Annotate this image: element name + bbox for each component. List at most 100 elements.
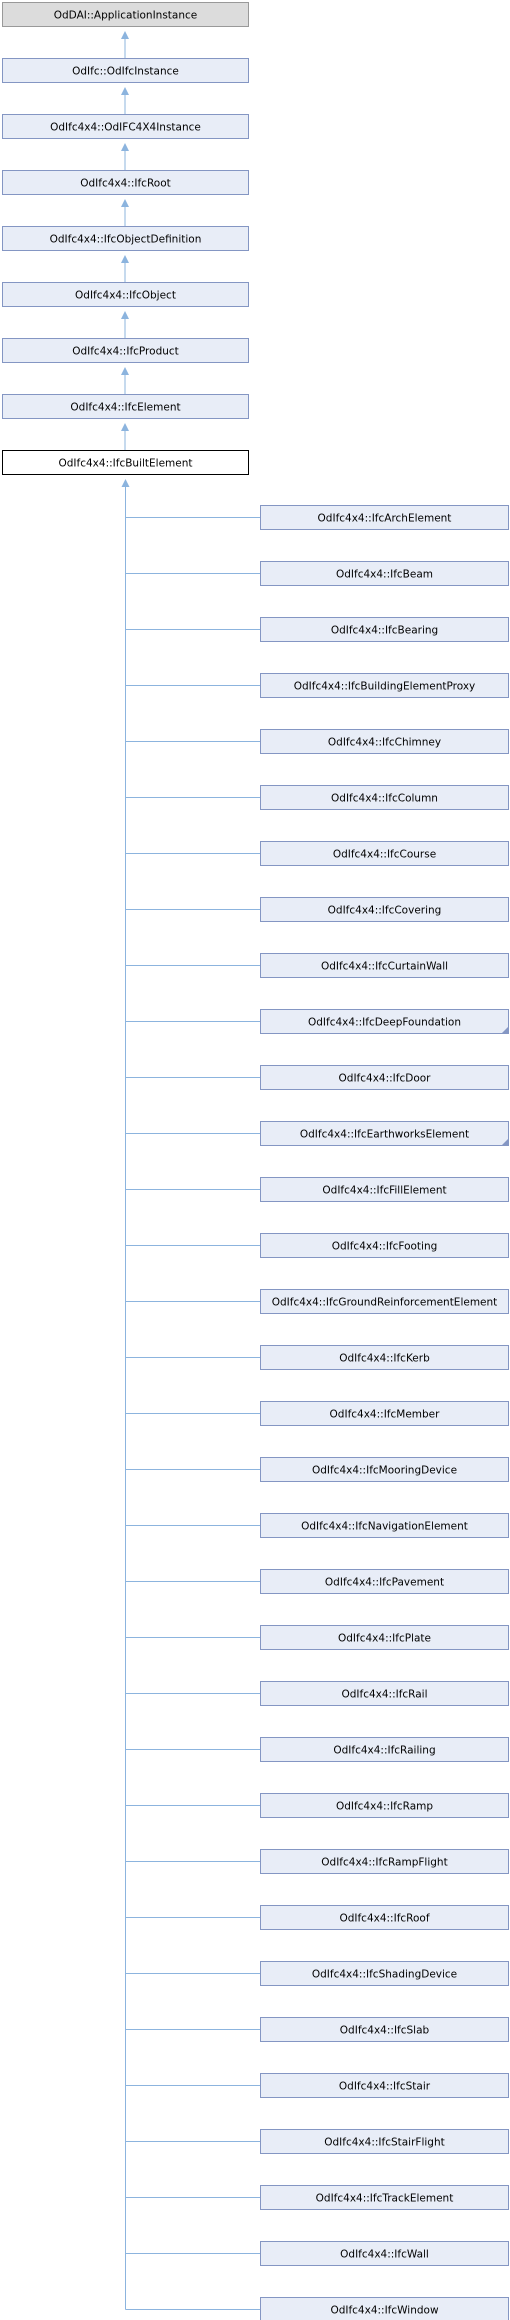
class-node-label: OdIfc4x4::IfcPavement: [325, 1577, 444, 1589]
class-node-od-ifc4-x4-instance[interactable]: OdIfc4x4::OdIFC4X4Instance: [2, 114, 249, 139]
class-node-label: OdIfc4x4::IfcArchElement: [318, 513, 452, 525]
class-node-box: [260, 1625, 509, 1650]
class-node-ifc-deep-foundation[interactable]: OdIfc4x4::IfcDeepFoundation: [260, 1009, 509, 1034]
class-node-box: [260, 841, 509, 866]
class-node-box: [260, 1849, 509, 1874]
class-node-application-instance[interactable]: OdDAI::ApplicationInstance: [2, 2, 249, 27]
class-node-ifc-track-element[interactable]: OdIfc4x4::IfcTrackElement: [260, 2185, 509, 2210]
class-node-ifc-chimney[interactable]: OdIfc4x4::IfcChimney: [260, 729, 509, 754]
class-node-label: OdIfc4x4::IfcBeam: [336, 569, 433, 581]
class-node-ifc-plate[interactable]: OdIfc4x4::IfcPlate: [260, 1625, 509, 1650]
class-node-ifc-built-element[interactable]: OdIfc4x4::IfcBuiltElement: [2, 450, 249, 475]
class-node-ifc-arch-element[interactable]: OdIfc4x4::IfcArchElement: [260, 505, 509, 530]
class-node-box: [260, 2017, 509, 2042]
class-node-ifc-course[interactable]: OdIfc4x4::IfcCourse: [260, 841, 509, 866]
class-node-label: OdIfc4x4::IfcKerb: [339, 1353, 430, 1365]
class-node-ifc-object[interactable]: OdIfc4x4::IfcObject: [2, 282, 249, 307]
class-node-label: OdIfc4x4::IfcBuiltElement: [59, 458, 193, 470]
class-node-label: OdIfc4x4::IfcObject: [75, 290, 176, 302]
class-node-ifc-product[interactable]: OdIfc4x4::IfcProduct: [2, 338, 249, 363]
class-node-ifc-slab[interactable]: OdIfc4x4::IfcSlab: [260, 2017, 509, 2042]
class-node-box: [260, 2073, 509, 2098]
class-node-ifc-window[interactable]: OdIfc4x4::IfcWindow: [260, 2297, 509, 2320]
class-node-label: OdIfc4x4::IfcCurtainWall: [321, 961, 448, 973]
class-node-ifc-navigation-element[interactable]: OdIfc4x4::IfcNavigationElement: [260, 1513, 509, 1538]
class-node-ifc-ramp-flight[interactable]: OdIfc4x4::IfcRampFlight: [260, 1849, 509, 1874]
class-node-label: OdIfc4x4::IfcGroundReinforcementElement: [272, 1297, 498, 1309]
class-node-label: OdIfc4x4::IfcRamp: [336, 1801, 433, 1813]
class-node-box: [260, 2241, 509, 2266]
class-node-ifc-footing[interactable]: OdIfc4x4::IfcFooting: [260, 1233, 509, 1258]
class-node-label: OdDAI::ApplicationInstance: [54, 10, 198, 22]
class-node-ifc-object-definition[interactable]: OdIfc4x4::IfcObjectDefinition: [2, 226, 249, 251]
class-node-ifc-door[interactable]: OdIfc4x4::IfcDoor: [260, 1065, 509, 1090]
class-node-box: [260, 1681, 509, 1706]
class-node-label: OdIfc4x4::IfcBearing: [331, 625, 438, 637]
class-node-box: [260, 1569, 509, 1594]
class-node-box: [260, 1401, 509, 1426]
class-node-ifc-building-element-proxy[interactable]: OdIfc4x4::IfcBuildingElementProxy: [260, 673, 509, 698]
class-node-label: OdIfc4x4::IfcRoof: [339, 1913, 429, 1925]
class-node-box: [260, 1065, 509, 1090]
class-node-box: [260, 2185, 509, 2210]
class-node-ifc-root[interactable]: OdIfc4x4::IfcRoot: [2, 170, 249, 195]
class-node-box: [260, 1177, 509, 1202]
class-node-box: [260, 617, 509, 642]
class-node-ifc-shading-device[interactable]: OdIfc4x4::IfcShadingDevice: [260, 1961, 509, 1986]
class-node-ifc-element[interactable]: OdIfc4x4::IfcElement: [2, 394, 249, 419]
class-node-label: OdIfc4x4::IfcRampFlight: [321, 1857, 447, 1869]
class-node-box: [2, 170, 249, 195]
class-node-label: OdIfc4x4::IfcProduct: [72, 346, 179, 358]
class-node-ifc-ground-reinforcement-element[interactable]: OdIfc4x4::IfcGroundReinforcementElement: [260, 1289, 509, 1314]
class-node-ifc-column[interactable]: OdIfc4x4::IfcColumn: [260, 785, 509, 810]
class-node-ifc-pavement[interactable]: OdIfc4x4::IfcPavement: [260, 1569, 509, 1594]
class-node-box: [260, 1233, 509, 1258]
class-node-label: OdIfc4x4::IfcWindow: [330, 2305, 439, 2317]
class-node-box: [260, 1513, 509, 1538]
class-node-box: [260, 561, 509, 586]
class-node-box: [260, 953, 509, 978]
class-node-label: OdIfc4x4::IfcMember: [330, 1409, 441, 1421]
class-node-label: OdIfc4x4::IfcCovering: [328, 905, 442, 917]
class-node-box: [260, 897, 509, 922]
class-node-ifc-covering[interactable]: OdIfc4x4::IfcCovering: [260, 897, 509, 922]
class-node-ifc-beam[interactable]: OdIfc4x4::IfcBeam: [260, 561, 509, 586]
class-node-ifc-earthworks-element[interactable]: OdIfc4x4::IfcEarthworksElement: [260, 1121, 509, 1146]
class-node-ifc-mooring-device[interactable]: OdIfc4x4::IfcMooringDevice: [260, 1457, 509, 1482]
class-node-box: [260, 1121, 509, 1146]
class-node-box: [2, 226, 249, 251]
class-node-ifc-rail[interactable]: OdIfc4x4::IfcRail: [260, 1681, 509, 1706]
class-node-ifc-wall[interactable]: OdIfc4x4::IfcWall: [260, 2241, 509, 2266]
class-node-label: OdIfc4x4::IfcNavigationElement: [301, 1521, 468, 1533]
class-node-box: [2, 114, 249, 139]
class-node-label: OdIfc4x4::IfcCourse: [333, 849, 436, 861]
class-node-label: OdIfc4x4::IfcColumn: [331, 793, 438, 805]
class-node-box: [2, 450, 249, 475]
class-node-label: OdIfc4x4::IfcFooting: [332, 1241, 438, 1253]
class-node-box: [260, 1737, 509, 1762]
class-node-box: [2, 2, 249, 27]
class-node-box: [2, 338, 249, 363]
class-node-label: OdIfc4x4::IfcChimney: [328, 737, 441, 749]
class-node-label: OdIfc4x4::IfcStair: [339, 2081, 431, 2093]
class-node-od-ifc-instance[interactable]: OdIfc::OdIfcInstance: [2, 58, 249, 83]
class-node-box: [260, 2129, 509, 2154]
class-node-ifc-ramp[interactable]: OdIfc4x4::IfcRamp: [260, 1793, 509, 1818]
class-node-box: [260, 1793, 509, 1818]
class-node-ifc-kerb[interactable]: OdIfc4x4::IfcKerb: [260, 1345, 509, 1370]
class-node-ifc-bearing[interactable]: OdIfc4x4::IfcBearing: [260, 617, 509, 642]
class-node-ifc-stair[interactable]: OdIfc4x4::IfcStair: [260, 2073, 509, 2098]
class-node-ifc-roof[interactable]: OdIfc4x4::IfcRoof: [260, 1905, 509, 1930]
class-node-ifc-railing[interactable]: OdIfc4x4::IfcRailing: [260, 1737, 509, 1762]
class-node-ifc-curtain-wall[interactable]: OdIfc4x4::IfcCurtainWall: [260, 953, 509, 978]
class-node-ifc-stair-flight[interactable]: OdIfc4x4::IfcStairFlight: [260, 2129, 509, 2154]
class-node-label: OdIfc4x4::IfcMooringDevice: [312, 1465, 457, 1477]
class-node-ifc-member[interactable]: OdIfc4x4::IfcMember: [260, 1401, 509, 1426]
more-subclasses-indicator: [501, 1138, 509, 1146]
class-node-ifc-fill-element[interactable]: OdIfc4x4::IfcFillElement: [260, 1177, 509, 1202]
class-node-box: [260, 729, 509, 754]
class-node-label: OdIfc4x4::IfcDeepFoundation: [308, 1017, 461, 1029]
class-node-label: OdIfc4x4::IfcRail: [341, 1689, 427, 1701]
